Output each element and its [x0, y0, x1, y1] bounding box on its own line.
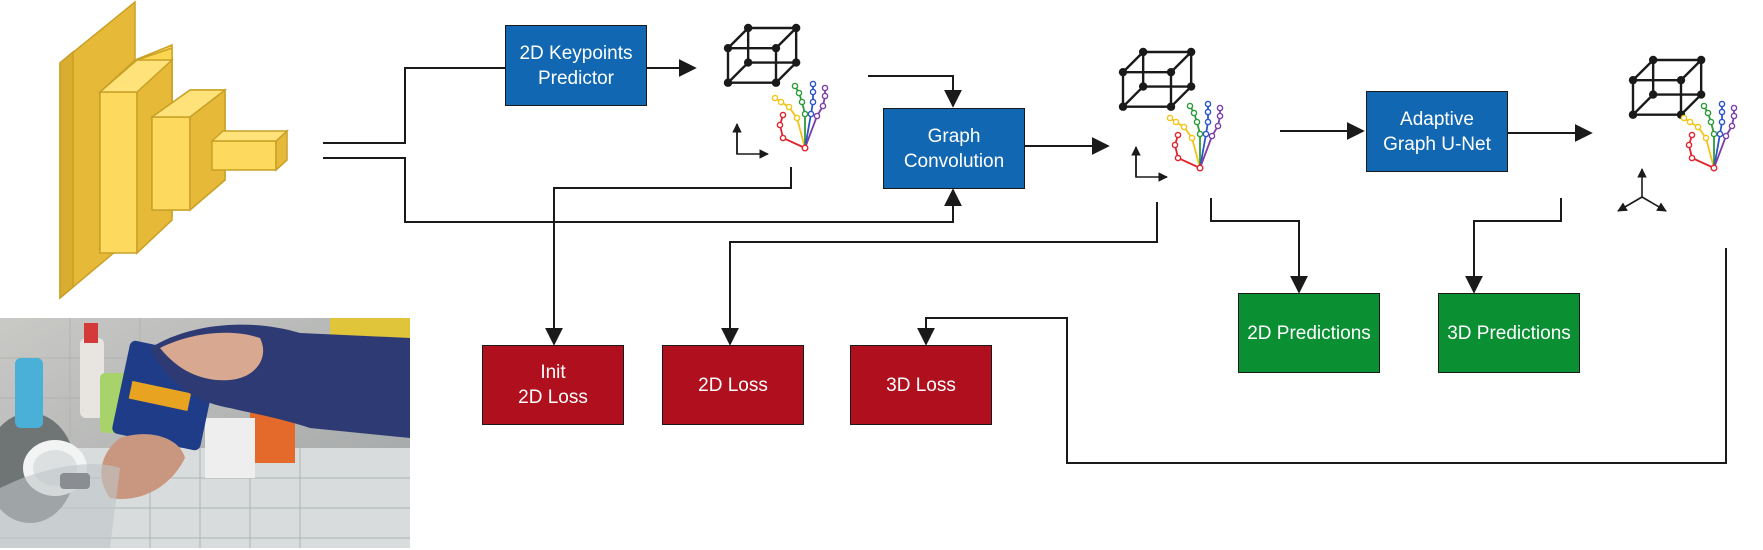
wire-graph3-to-3d-pred: [1465, 198, 1562, 294]
cube-graph-icon: [723, 23, 801, 87]
2d-predictions-block: 2D Predictions: [1238, 293, 1380, 373]
wire-graph-to-init-loss: [545, 167, 792, 346]
wire-encoder-to-predictor: [323, 67, 505, 144]
cnn-encoder-icon: [59, 0, 289, 300]
cube-graph-icon: [1118, 47, 1196, 111]
wire-encoder-to-gcn: [323, 157, 962, 223]
keypoints-predictor-block: 2D Keypoints Predictor: [505, 25, 647, 106]
hand-skeleton-icon: [1166, 100, 1224, 172]
graph-convolution-block: Graph Convolution: [883, 108, 1025, 189]
hand-object-photo: [0, 318, 410, 548]
wire-graph2-to-2d-loss: [721, 202, 1158, 346]
3d-loss-block: 3D Loss: [850, 345, 992, 425]
wire-graph2-to-2d-pred: [1210, 198, 1308, 294]
axes-3d-icon: [1617, 168, 1667, 212]
init-2d-loss-block: Init 2D Loss: [482, 345, 624, 425]
3d-predictions-block: 3D Predictions: [1438, 293, 1580, 373]
hand-skeleton-icon: [771, 80, 829, 152]
adaptive-graph-unet-block: Adaptive Graph U-Net: [1366, 91, 1508, 172]
2d-loss-block: 2D Loss: [662, 345, 804, 425]
wire-graph-to-gcn: [868, 75, 962, 108]
cube-graph-icon: [1628, 55, 1706, 119]
axes-2d-icon: [1135, 148, 1168, 182]
wire-graph3-to-3d-loss: [917, 248, 1727, 464]
hand-skeleton-icon: [1680, 100, 1738, 172]
axes-2d-icon: [736, 125, 769, 159]
